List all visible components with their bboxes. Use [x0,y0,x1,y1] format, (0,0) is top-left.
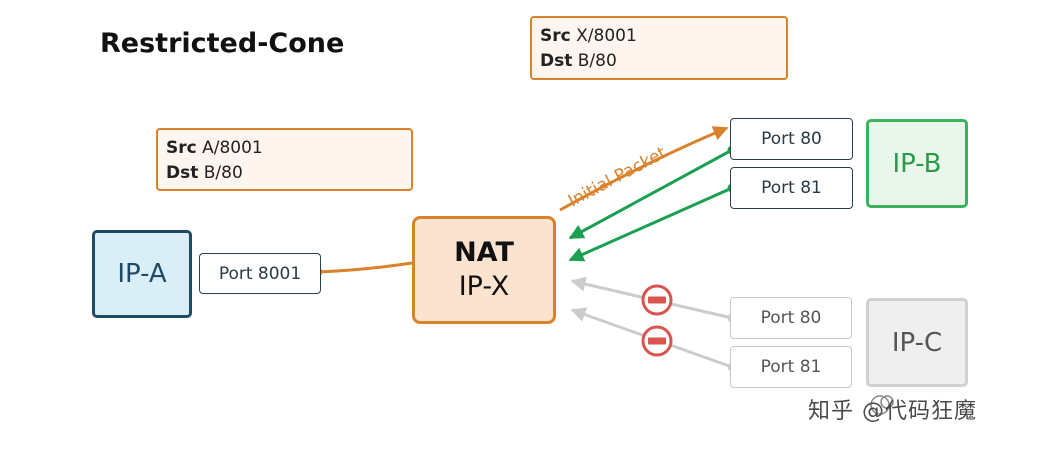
src-label: Src [540,26,571,46]
port-a-8001: Port 8001 [199,253,321,294]
nat-box: NAT IP-X [412,216,556,324]
packet-box-original: Src A/8001 Dst B/80 [156,128,413,191]
nat-ip-label: IP-X [458,271,510,302]
src-label: Src [166,138,197,158]
link-porta-nat [313,261,413,277]
no-entry-icon [641,325,673,357]
host-ip-a: IP-A [92,230,192,318]
nat-label: NAT [454,237,514,268]
port-b-80: Port 80 [730,118,853,160]
dst-label: Dst [540,51,573,71]
src-value: X/8001 [576,26,637,46]
dst-label: Dst [166,163,199,183]
diagram-title: Restricted-Cone [100,28,345,59]
packet-box-translated: Src X/8001 Dst B/80 [530,16,788,80]
zhihu-logo-icon [870,395,894,415]
dst-value: B/80 [203,163,243,183]
no-entry-icon [641,284,673,316]
initial-packet-label: Initial Packet [565,143,670,212]
host-ip-c: IP-C [866,298,968,387]
src-value: A/8001 [202,138,263,158]
dst-value: B/80 [577,51,617,71]
arrow-initial-packet [559,126,729,212]
port-b-81: Port 81 [730,167,853,209]
port-c-81: Port 81 [730,346,852,388]
host-ip-b: IP-B [866,119,968,208]
watermark: 知乎 @代码狂魔 [808,399,977,424]
port-c-80: Port 80 [730,297,852,339]
